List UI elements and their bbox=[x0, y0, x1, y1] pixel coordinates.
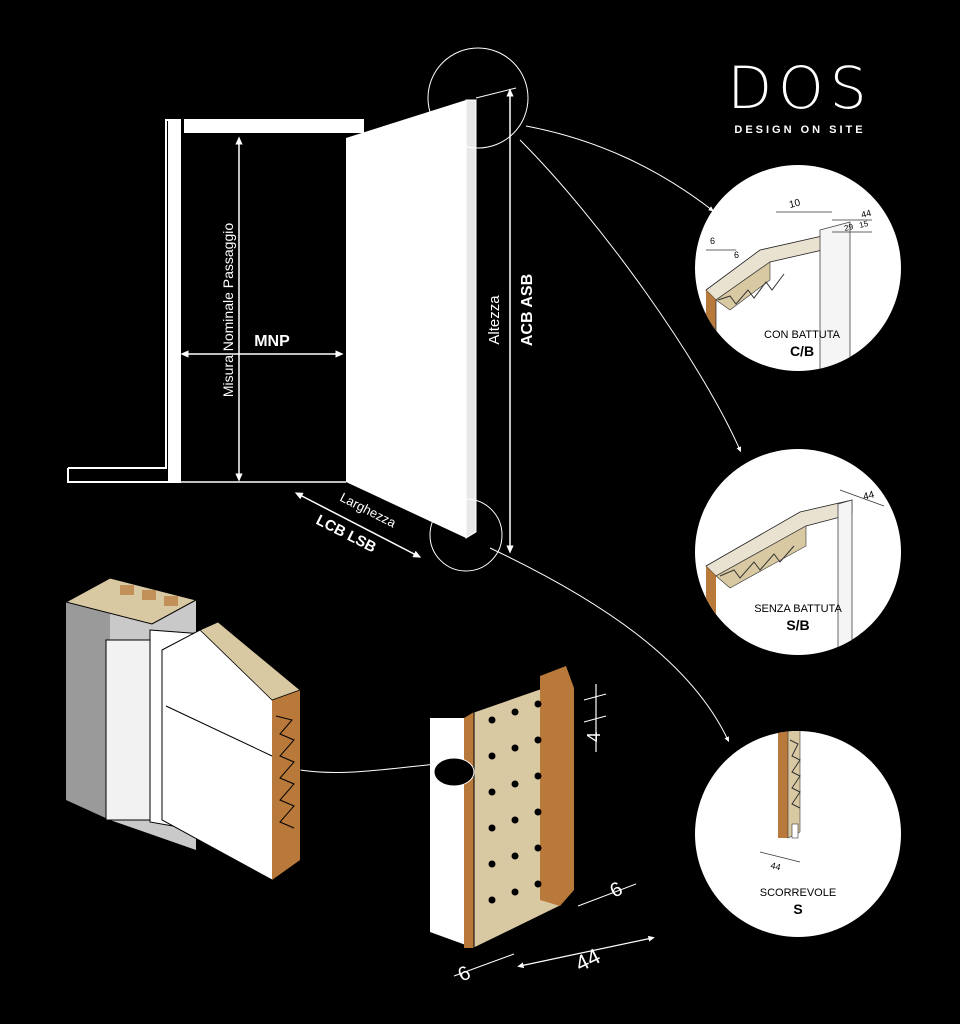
cb-dim-total: 44 bbox=[860, 208, 872, 220]
callout-circle-top bbox=[427, 47, 529, 149]
door-elevation: MNP Misura Nominale Passaggio Altezza AC… bbox=[67, 47, 536, 572]
height-ext-top bbox=[475, 87, 517, 99]
brand-logo: DOS DESIGN ON SITE bbox=[727, 54, 872, 136]
door-leaf bbox=[346, 100, 466, 538]
door-section-detail: 4 44 6 6 bbox=[430, 666, 655, 987]
logo-mark: DOS bbox=[727, 54, 872, 122]
width-arrow bbox=[294, 492, 422, 558]
passage-vertical-label: Misura Nominale Passaggio bbox=[220, 223, 236, 398]
leader-to-cb bbox=[525, 125, 714, 212]
s-code: S bbox=[793, 901, 802, 917]
skin-left-dim: 6 bbox=[455, 962, 475, 987]
jamb-left bbox=[168, 120, 180, 482]
sb-dim-total: 44 bbox=[862, 489, 876, 502]
sb-code: S/B bbox=[786, 617, 809, 633]
sb-label: SENZA BATTUTA bbox=[754, 603, 842, 615]
leader-lines bbox=[299, 125, 741, 773]
height-word: Altezza bbox=[486, 295, 503, 345]
cb-dim-a: 29 bbox=[843, 222, 854, 233]
door-edge bbox=[465, 99, 477, 539]
core-holes bbox=[488, 700, 542, 904]
leader-to-section bbox=[299, 763, 437, 773]
cb-dim-left2: 6 bbox=[734, 250, 739, 260]
detail-senza-battuta: 44 SENZA BATTUTA S/B bbox=[695, 449, 901, 655]
cb-dim-b: 15 bbox=[858, 219, 869, 230]
section-groove bbox=[433, 757, 475, 787]
detail-scorrevole: 44 SCORREVOLE S bbox=[695, 731, 901, 937]
leader-to-sb bbox=[519, 139, 741, 453]
callout-circle-bottom bbox=[429, 498, 503, 572]
cb-label: CON BATTUTA bbox=[764, 329, 841, 341]
s-label: SCORREVOLE bbox=[760, 887, 836, 899]
wall-left bbox=[67, 119, 181, 483]
groove-dim: 4 bbox=[584, 732, 604, 742]
s-dim-total: 44 bbox=[770, 860, 782, 872]
height-codes: ACB ASB bbox=[519, 274, 536, 346]
leader-to-s bbox=[489, 547, 730, 743]
passage-label: MNP bbox=[254, 333, 290, 350]
cb-dim-top: 10 bbox=[788, 197, 802, 210]
logo-tagline: DESIGN ON SITE bbox=[734, 124, 865, 136]
frame-assembly-isometric bbox=[64, 577, 301, 881]
header-lintel bbox=[184, 119, 364, 133]
cb-dim-left1: 6 bbox=[710, 236, 715, 246]
detail-con-battuta: 10 44 29 15 6 6 CON BATTUTA C/B bbox=[695, 165, 901, 371]
cb-code: C/B bbox=[790, 343, 814, 359]
thickness-dim-line bbox=[517, 935, 655, 969]
skin-right-dim: 6 bbox=[607, 878, 627, 903]
thickness-dim: 44 bbox=[571, 943, 604, 976]
